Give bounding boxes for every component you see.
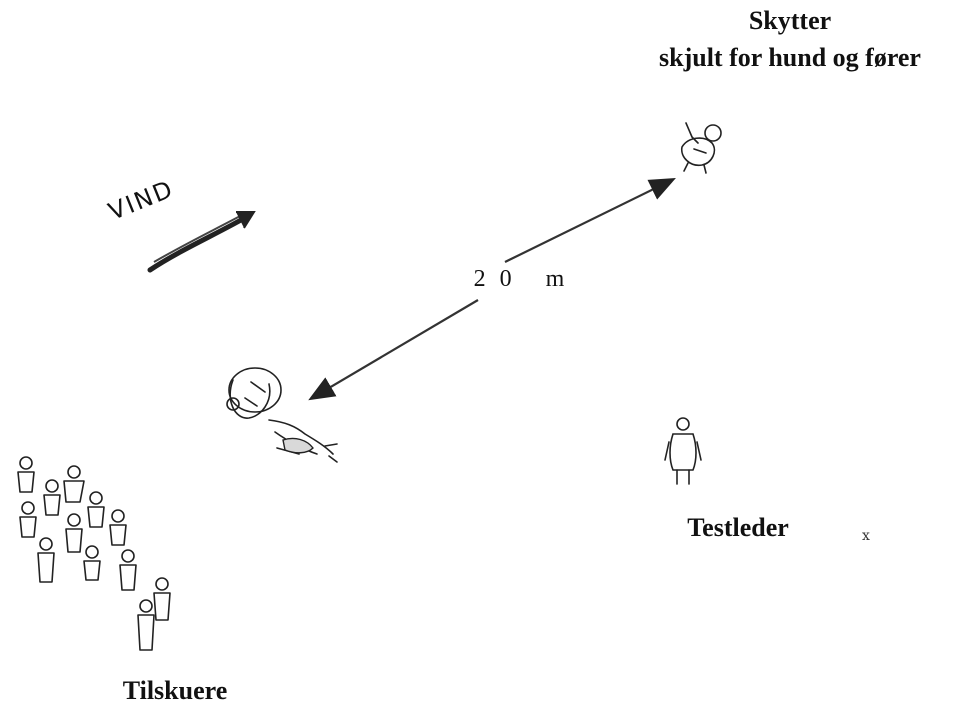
distance-double-arrow-icon — [308, 178, 676, 401]
shooter-figure-icon — [680, 122, 722, 174]
shooter-subtitle: skjult for hund og fører — [659, 43, 921, 72]
stray-mark: ⅹ — [862, 529, 870, 544]
test-leader-label: Testleder — [687, 513, 789, 542]
distance-label: 20 m — [473, 266, 579, 292]
shooter-title: Skytter — [748, 6, 832, 35]
spectators-label: Tilskuere — [122, 676, 228, 705]
test-leader-figure-icon — [664, 417, 702, 485]
handler-with-dog-icon — [226, 367, 338, 463]
spectator-crowd-icon — [17, 456, 171, 651]
wind-arrow-icon — [147, 211, 256, 273]
